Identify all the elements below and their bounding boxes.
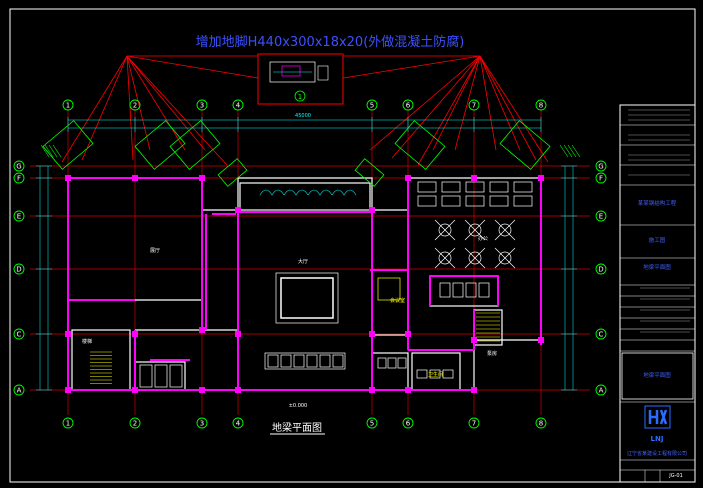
axis-bubble-col-7-bottom: 7 [468, 417, 480, 429]
svg-text:3: 3 [200, 420, 204, 428]
axis-bubble-row-C-left: C [13, 328, 25, 340]
title-annotation: 增加地脚H440x300x18x20(外做混凝土防腐) [196, 34, 465, 50]
svg-text:6: 6 [406, 102, 411, 110]
svg-text:2: 2 [133, 102, 137, 110]
axis-bubble-col-3-bottom: 3 [196, 417, 208, 429]
furniture [139, 181, 533, 388]
axis-bubble-col-8-top: 8 [535, 99, 547, 111]
svg-text:4: 4 [236, 102, 241, 110]
company-name: 辽宁省某建设工程有限公司 [627, 450, 687, 457]
svg-text:4: 4 [236, 420, 241, 428]
svg-text:8: 8 [539, 102, 543, 110]
elevation-mark: ±0.000 [289, 403, 308, 409]
ground-beams [65, 175, 544, 393]
sheet-title-field: 地梁平面图 [643, 371, 671, 379]
axis-bubble-row-E-left: E [13, 210, 25, 222]
svg-text:A: A [17, 387, 22, 395]
room-label-office: 办公 [478, 235, 488, 242]
axis-bubble-row-A-left: A [13, 384, 25, 396]
svg-text:D: D [598, 266, 603, 274]
axis-bubble-row-G-left: G [13, 160, 25, 172]
building-walls [40, 120, 581, 391]
axis-bubble-col-2-bottom: 2 [129, 417, 141, 429]
company-logo: LNJ [644, 405, 671, 443]
axis-bubble-col-7-top: 7 [468, 99, 480, 111]
axis-bubble-col-4-bottom: 4 [232, 417, 244, 429]
axis-bubble-row-F-right: F [595, 172, 607, 184]
svg-text:D: D [16, 266, 21, 274]
annotation-leaders [61, 55, 549, 166]
project-name: 某某钢结构工程 [638, 199, 677, 207]
sheet-number: JG-01 [668, 473, 683, 479]
axis-bubble-row-C-right: C [595, 328, 607, 340]
logo-text: LNJ [651, 435, 664, 443]
axis-bubble-row-A-right: A [595, 384, 607, 396]
svg-text:8: 8 [539, 420, 543, 428]
axis-bubble-col-1-bottom: 1 [62, 417, 74, 429]
svg-text:6: 6 [406, 420, 411, 428]
axis-bubble-col-4-top: 4 [232, 99, 244, 111]
axis-bubble-row-G-right: G [595, 160, 607, 172]
svg-text:1: 1 [66, 102, 70, 110]
axis-bubble-col-8-bottom: 8 [535, 417, 547, 429]
room-labels: 展厅 大厅 会议室 办公 楼梯 卫生间 泵房 [82, 235, 497, 378]
room-label-meeting: 会议室 [390, 297, 405, 304]
axis-bubble-row-D-left: D [13, 263, 25, 275]
title-block: 某某钢结构工程 施工图 地梁平面图 地梁平面图 LNJ 辽宁省某建设工程有限公司… [619, 104, 696, 483]
room-label-stair: 楼梯 [82, 338, 92, 345]
detail-box: 1 [257, 53, 344, 105]
svg-text:G: G [16, 163, 21, 171]
svg-text:7: 7 [472, 102, 476, 110]
svg-text:F: F [599, 175, 603, 183]
svg-text:1: 1 [66, 420, 70, 428]
drawing-name-field: 施工图 [649, 236, 666, 244]
axis-bubble-col-6-top: 6 [402, 99, 414, 111]
svg-text:E: E [17, 213, 21, 221]
detail-mark: 1 [298, 93, 302, 101]
axis-bubble-row-D-right: D [595, 263, 607, 275]
svg-text:G: G [598, 163, 603, 171]
axis-bubble-col-2-top: 2 [129, 99, 141, 111]
svg-text:5: 5 [370, 102, 374, 110]
axis-bubble-col-6-bottom: 6 [402, 417, 414, 429]
axis-bubble-row-E-right: E [595, 210, 607, 222]
svg-text:2: 2 [133, 420, 137, 428]
plan-title: 地梁平面图 [272, 421, 322, 434]
axis-bubble-col-1-top: 1 [62, 99, 74, 111]
svg-text:E: E [599, 213, 603, 221]
svg-text:A: A [599, 387, 604, 395]
axis-bubble-col-5-bottom: 5 [366, 417, 378, 429]
axis-bubble-row-F-left: F [13, 172, 25, 184]
room-label-pump: 泵房 [487, 350, 497, 357]
svg-text:C: C [17, 331, 22, 339]
stage-field: 地梁平面图 [643, 263, 671, 271]
svg-text:F: F [17, 175, 21, 183]
svg-text:C: C [599, 331, 604, 339]
svg-text:7: 7 [472, 420, 476, 428]
dimension-lines [36, 117, 577, 391]
room-label-center-hall: 大厅 [298, 258, 308, 265]
svg-text:3: 3 [200, 102, 204, 110]
axis-bubble-col-3-top: 3 [196, 99, 208, 111]
room-label-left-hall: 展厅 [150, 248, 160, 254]
top-dimension: 45000 [295, 113, 311, 119]
svg-text:5: 5 [370, 420, 374, 428]
room-label-toilet: 卫生间 [428, 371, 443, 378]
axis-bubble-col-5-top: 5 [366, 99, 378, 111]
